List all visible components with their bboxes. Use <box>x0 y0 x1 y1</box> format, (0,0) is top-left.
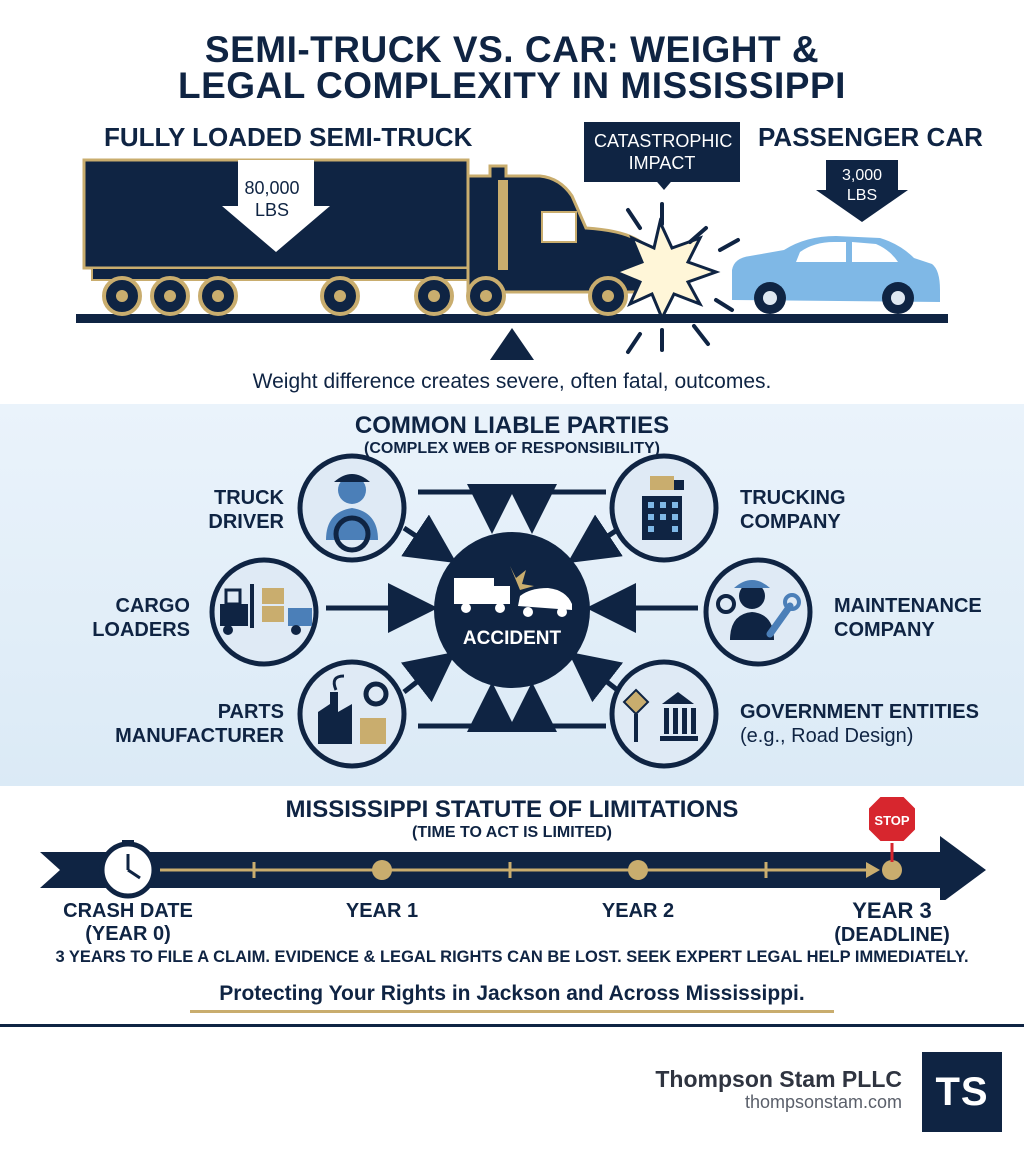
party-government-entities-line-2: (e.g., Road Design) <box>740 725 914 747</box>
accident-hub <box>434 532 590 688</box>
fulcrum-icon <box>490 328 534 360</box>
balance-beam <box>76 314 948 323</box>
impact-callout-line-1: CATASTROPHIC <box>594 131 733 151</box>
connector-parts-manufacturer <box>400 651 456 703</box>
milestone-year-1: YEAR 1 <box>322 900 442 923</box>
mechanic-icon <box>703 557 813 667</box>
connector-government-entities <box>568 651 624 703</box>
firm-name: Thompson Stam PLLC <box>655 1066 902 1092</box>
party-parts-manufacturer-line-1: PARTS <box>217 701 284 723</box>
statute-note: 3 YEARS TO FILE A CLAIM. EVIDENCE & LEGA… <box>55 948 969 966</box>
statute-timeline: STOP <box>40 795 986 900</box>
truck-weight-value: 80,000 <box>244 178 299 198</box>
liable-parties-subtitle: (COMPLEX WEB OF RESPONSIBILITY) <box>363 440 660 457</box>
party-truck-driver-line-1: TRUCK <box>214 487 284 509</box>
statute-title: MISSISSIPPI STATUTE OF LIMITATIONS <box>285 796 739 823</box>
liable-parties-title: COMMON LIABLE PARTIES <box>354 412 670 439</box>
milestone-year-1-line-1: YEAR 1 <box>345 900 419 922</box>
truck-label: FULLY LOADED SEMI-TRUCK <box>104 122 473 152</box>
connector-truck-driver-top <box>418 484 517 534</box>
forklift-icon <box>209 557 319 667</box>
milestone-crash-date: CRASH DATE (YEAR 0) <box>48 900 208 946</box>
year-3-marker <box>882 860 902 880</box>
year-2-marker <box>628 860 648 880</box>
connector-government-entities-bottom <box>507 682 606 732</box>
milestone-year-2-line-1: YEAR 2 <box>601 900 675 922</box>
accident-label: ACCIDENT <box>462 628 562 649</box>
milestone-crash-date-line-1: CRASH DATE <box>63 900 193 922</box>
party-truck-driver: TRUCK DRIVER <box>150 486 284 534</box>
party-cargo-loaders-line-1: CARGO <box>115 595 190 617</box>
connector-trucking-company <box>567 514 623 564</box>
stop-sign-text: STOP <box>874 813 909 828</box>
factory-icon <box>297 659 407 769</box>
footer-divider <box>0 1024 1024 1027</box>
party-maintenance-company-line-1: MAINTENANCE <box>834 595 982 617</box>
milestone-year-3-line-2: (DEADLINE) <box>834 924 950 946</box>
party-government-entities-line-1: GOVERNMENT ENTITIES <box>740 701 979 723</box>
party-maintenance-company: MAINTENANCE COMPANY <box>834 594 1004 642</box>
impact-callout-line-2: IMPACT <box>628 153 696 173</box>
firm-logo: TS <box>922 1052 1002 1132</box>
clock-icon <box>99 840 157 899</box>
party-government-entities: GOVERNMENT ENTITIES (e.g., Road Design) <box>740 700 1010 748</box>
timeline-arrow <box>40 836 986 900</box>
party-maintenance-company-line-2: COMPANY <box>834 619 935 641</box>
government-building-icon <box>609 659 719 769</box>
milestone-year-2: YEAR 2 <box>578 900 698 923</box>
impact-burst-icon <box>611 202 740 354</box>
truck-weight-arrow-icon <box>222 160 330 252</box>
party-trucking-company: TRUCKING COMPANY <box>740 486 900 534</box>
passenger-car-icon <box>732 236 940 314</box>
tagline-underline <box>190 1010 834 1013</box>
statute-subtitle: (TIME TO ACT IS LIMITED) <box>412 824 612 841</box>
year-1-marker <box>372 860 392 880</box>
tagline: Protecting Your Rights in Jackson and Ac… <box>219 982 805 1005</box>
semi-truck-icon <box>82 158 658 316</box>
milestone-year-3: YEAR 3 (DEADLINE) <box>822 898 962 947</box>
party-cargo-loaders-line-2: LOADERS <box>92 619 190 641</box>
milestone-year-3-line-1: YEAR 3 <box>852 898 932 923</box>
stop-sign-icon <box>867 795 917 862</box>
party-cargo-loaders: CARGO LOADERS <box>60 594 190 642</box>
firm-website: thompsonstam.com <box>744 1092 902 1112</box>
liability-web-diagram <box>209 453 813 769</box>
car-weight-arrow-icon <box>816 160 908 222</box>
party-truck-driver-line-2: DRIVER <box>208 511 284 533</box>
catastrophic-impact-callout: CATASTROPHIC IMPACT <box>584 122 740 182</box>
car-weight-unit: LBS <box>847 187 877 204</box>
page-title-line-2: LEGAL COMPLEXITY IN MISSISSIPPI <box>178 65 846 106</box>
party-trucking-company-line-1: TRUCKING <box>740 487 846 509</box>
connector-truck-driver <box>401 514 457 564</box>
party-parts-manufacturer: PARTS MANUFACTURER <box>100 700 284 748</box>
car-label: PASSENGER CAR <box>758 122 983 152</box>
page-title-line-1: SEMI-TRUCK VS. CAR: WEIGHT & <box>204 29 820 70</box>
car-weight-value: 3,000 <box>842 167 882 184</box>
weight-comparison-illustration: 80,000 LBS 3,000 LBS <box>76 158 948 360</box>
party-trucking-company-line-2: COMPANY <box>740 511 841 533</box>
truck-weight-unit: LBS <box>255 200 289 220</box>
party-parts-manufacturer-line-2: MANUFACTURER <box>115 725 284 747</box>
weight-caption: Weight difference creates severe, often … <box>252 370 772 393</box>
connector-parts-manufacturer-bottom <box>418 682 517 732</box>
connector-trucking-company-top <box>507 484 606 534</box>
trucking-company-building-icon <box>609 453 719 563</box>
truck-driver-icon <box>297 453 407 563</box>
milestone-crash-date-line-2: (YEAR 0) <box>85 923 171 945</box>
